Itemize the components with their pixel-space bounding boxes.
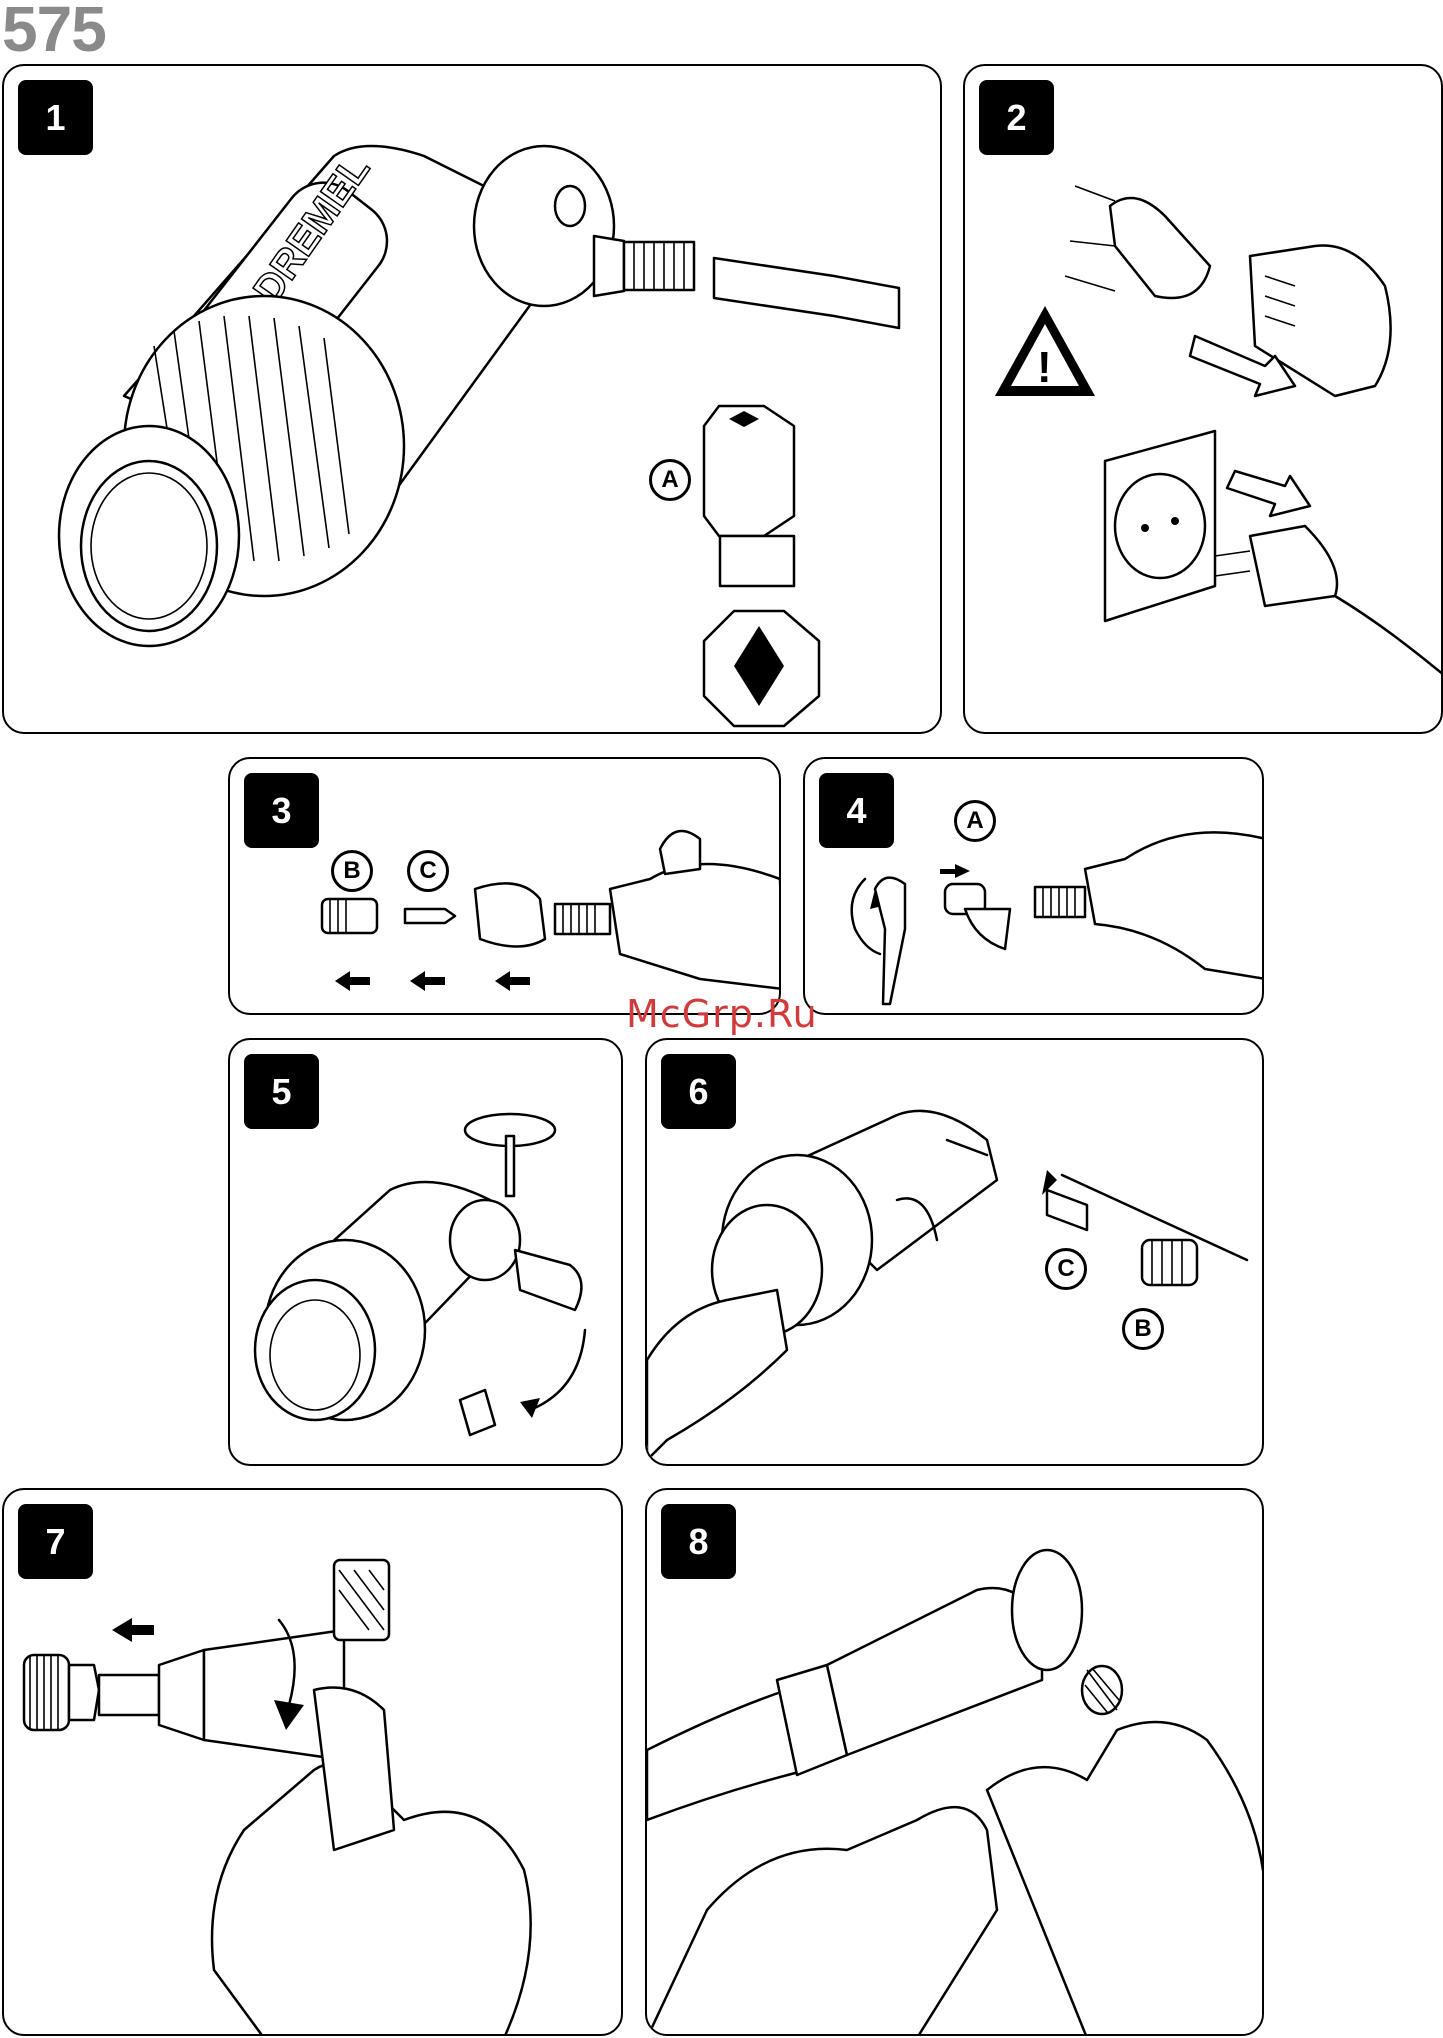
panel-step-4: 4 A (803, 757, 1264, 1015)
label-a: A (649, 459, 691, 501)
illustration-loosen-collet (805, 759, 1264, 1015)
illustration-mount-attachment (647, 1040, 1264, 1466)
panel-step-8: 8 (645, 1488, 1264, 2036)
model-number: 575 (2, 0, 106, 66)
illustration-tighten-collet (4, 1490, 623, 2036)
watermark: McGrp.Ru (626, 992, 818, 1036)
label-c: C (1045, 1248, 1087, 1290)
panel-step-5: 5 (228, 1038, 623, 1466)
spindle-thread (624, 242, 694, 290)
illustration-attach-cutting-wheel (230, 1040, 623, 1466)
arrow-left-icon (112, 1618, 154, 1642)
label-b: B (331, 850, 373, 892)
panel-step-6: 6 C B (645, 1038, 1264, 1466)
illustration-install-wheel (647, 1490, 1264, 2036)
panel-step-1: 1 DREMEL A (2, 64, 942, 734)
panel-step-2: 2 ! (963, 64, 1443, 734)
label-a: A (954, 800, 996, 842)
label-c: C (407, 850, 449, 892)
panel-step-3: 3 B C (228, 757, 781, 1015)
illustration-unplug-tool: ! (965, 66, 1443, 734)
illustration-attachment-parts: DREMEL (4, 66, 942, 734)
arrow-left-icon (335, 971, 530, 991)
warning-exclamation: ! (1037, 343, 1052, 392)
illustration-remove-nose-cap (230, 759, 781, 1015)
panel-step-7: 7 (2, 1488, 623, 2036)
label-b: B (1122, 1308, 1164, 1350)
